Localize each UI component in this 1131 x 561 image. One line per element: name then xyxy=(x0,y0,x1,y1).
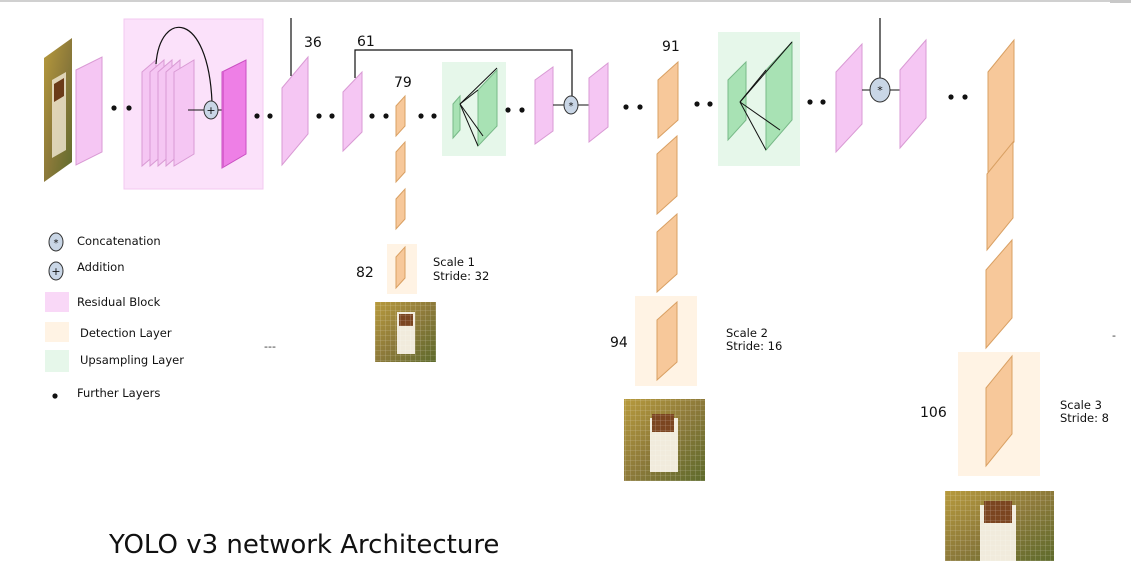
top-border xyxy=(0,0,1131,2)
further-layers-dots-3 xyxy=(316,113,335,119)
layer-number-79: 79 xyxy=(394,75,412,91)
scale-1-detection-image xyxy=(375,302,436,362)
layer-pink-61 xyxy=(342,70,363,153)
layer-pink-pre-concat-2 xyxy=(835,42,863,154)
legend-label-upsampling-layer: Upsampling Layer xyxy=(80,353,184,367)
layer-pink-pre-concat-1 xyxy=(534,66,554,145)
scale-2-label: Scale 2 xyxy=(726,326,768,340)
layer-pink-36 xyxy=(281,55,309,167)
stray-dot: - xyxy=(1112,329,1116,342)
further-layers-dots-8 xyxy=(694,101,713,107)
addition-symbol: + xyxy=(51,265,60,278)
legend: * Concatenation + Addition Residual Bloc… xyxy=(45,232,184,400)
further-layers-dots-5 xyxy=(418,113,437,119)
scale-3-label: Scale 3 xyxy=(1060,398,1102,412)
upsampling-layer-2 xyxy=(727,40,793,152)
detection-column-scale-3 xyxy=(958,38,1040,476)
addition-icon xyxy=(48,261,64,281)
residual-stack xyxy=(141,58,195,168)
scale-2-detection-image xyxy=(624,399,705,481)
legend-item-further-layers: Further Layers xyxy=(52,386,160,400)
addition-node-1: + xyxy=(203,100,219,120)
further-layers-dots-9 xyxy=(807,99,826,105)
scale-3-stride: Stride: 8 xyxy=(1060,411,1109,425)
layer-number-91: 91 xyxy=(662,39,680,55)
diagram-title: YOLO v3 network Architecture xyxy=(108,530,499,560)
layer-number-36: 36 xyxy=(304,35,322,51)
stray-dashes: --- xyxy=(264,340,276,353)
legend-label-residual-block: Residual Block xyxy=(77,295,161,309)
layer-pink-1 xyxy=(75,56,103,166)
further-layers-dot-icon xyxy=(52,393,58,399)
concatenation-node-1: * xyxy=(563,95,579,115)
further-layers-dots-10 xyxy=(948,94,968,100)
scale-1-label: Scale 1 xyxy=(433,255,475,269)
detection-column-scale-2 xyxy=(635,60,697,386)
further-layers-dots-1 xyxy=(111,105,132,111)
legend-label-concatenation: Concatenation xyxy=(77,234,161,248)
legend-item-detection-layer: Detection Layer xyxy=(45,322,172,342)
layer-number-106: 106 xyxy=(920,405,947,421)
detection-column-scale-1 xyxy=(387,94,417,294)
legend-item-concatenation: * Concatenation xyxy=(48,232,161,252)
residual-block-swatch xyxy=(45,292,69,312)
input-image xyxy=(44,38,72,182)
upsampling-layer-1 xyxy=(452,67,498,148)
layer-number-61: 61 xyxy=(357,34,375,50)
further-layers-dots-7 xyxy=(623,104,643,110)
further-layers-dots-4 xyxy=(369,113,389,119)
svg-text:+: + xyxy=(206,104,215,117)
residual-skip-connection xyxy=(155,26,213,103)
legend-label-further-layers: Further Layers xyxy=(77,386,160,400)
legend-item-residual-block: Residual Block xyxy=(45,292,161,312)
route-line-61 xyxy=(354,49,573,98)
layer-pink-post-concat-1 xyxy=(588,61,609,144)
scale-3-detection-image xyxy=(945,491,1054,561)
detection-layer-swatch xyxy=(45,322,69,342)
legend-label-detection-layer: Detection Layer xyxy=(80,326,172,340)
legend-item-addition: + Addition xyxy=(48,260,125,281)
further-layers-dots-2 xyxy=(254,113,273,119)
upsampling-layer-swatch xyxy=(45,350,69,372)
layer-number-94: 94 xyxy=(610,335,628,351)
concatenation-node-2: * xyxy=(869,77,891,103)
top-border-tab xyxy=(1110,0,1131,3)
concatenation-symbol: * xyxy=(54,238,59,249)
legend-item-upsampling-layer: Upsampling Layer xyxy=(45,350,184,372)
svg-text:*: * xyxy=(877,84,883,97)
further-layers-dots-6 xyxy=(505,107,525,113)
legend-label-addition: Addition xyxy=(77,260,125,274)
residual-output-layer xyxy=(221,59,247,169)
scale-1-stride: Stride: 32 xyxy=(433,269,489,283)
svg-text:*: * xyxy=(569,101,574,112)
layer-pink-post-concat-2 xyxy=(899,38,927,150)
layer-number-82: 82 xyxy=(356,265,374,281)
concatenation-icon xyxy=(48,232,64,252)
scale-2-stride: Stride: 16 xyxy=(726,339,782,353)
